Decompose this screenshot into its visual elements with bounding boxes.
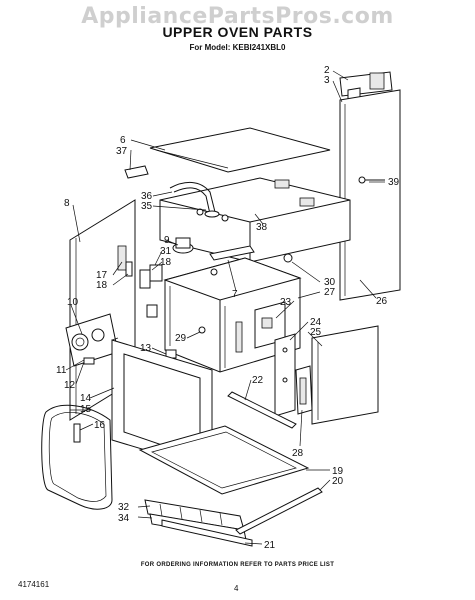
- callout-31: 31: [160, 246, 172, 257]
- callout-22: 22: [252, 375, 264, 386]
- part-door-gasket: [41, 404, 113, 510]
- part-heat-shield: [209, 245, 255, 261]
- callout-20: 20: [332, 476, 344, 487]
- callout-28: 28: [292, 448, 304, 459]
- callout-17: 17: [96, 270, 108, 281]
- part-rod: [235, 487, 323, 535]
- callout-3: 3: [324, 75, 330, 86]
- part-thermostat: [172, 237, 194, 254]
- callout-36: 36: [141, 191, 153, 202]
- callout-14: 14: [80, 393, 92, 404]
- callout-19: 19: [332, 466, 344, 477]
- part-cabinet-frame: [159, 177, 351, 263]
- part-hinge: [295, 365, 313, 415]
- part-vent-trim: [144, 499, 247, 541]
- callout-38: 38: [256, 222, 268, 233]
- callout-2: 2: [324, 65, 330, 76]
- callout-13: 13: [140, 343, 152, 354]
- model-line: For Model: KEBI241XBL0: [189, 43, 286, 52]
- callout-16: 16: [94, 420, 106, 431]
- callout-34: 34: [118, 513, 130, 524]
- part-rail: [227, 391, 297, 429]
- callout-30: 30: [324, 277, 336, 288]
- part-channel: [274, 333, 296, 417]
- callout-11: 11: [56, 365, 67, 376]
- callout-labels: 2 3 6 37 39 8 36 35 38 9 31 18 17 18 7 3…: [56, 65, 400, 551]
- callout-27: 27: [324, 287, 336, 298]
- part-oven-bottom: [138, 425, 310, 495]
- part-rear-panel: [339, 89, 401, 301]
- callout-18b: 18: [96, 280, 108, 291]
- callout-32: 32: [118, 502, 130, 513]
- callout-9: 9: [164, 235, 170, 246]
- callout-12: 12: [64, 380, 76, 391]
- part-top-cover: [149, 127, 331, 173]
- callout-29: 29: [175, 333, 187, 344]
- part-trim-strip: [161, 519, 253, 547]
- callout-6: 6: [120, 135, 126, 146]
- watermark: AppliancePartsPros.com: [81, 4, 394, 29]
- part-bracket: [339, 71, 393, 103]
- callout-24: 24: [310, 317, 322, 328]
- part-switch: [83, 357, 95, 365]
- callout-8: 8: [64, 198, 70, 209]
- callout-37: 37: [116, 146, 128, 157]
- page-number: 4: [234, 584, 239, 593]
- ordering-note: FOR ORDERING INFORMATION REFER TO PARTS …: [140, 562, 335, 568]
- document-number: 4174161: [18, 580, 50, 589]
- callout-7: 7: [232, 289, 238, 300]
- leader-lines: [65, 70, 385, 545]
- callout-39: 39: [388, 177, 400, 188]
- callout-15: 15: [80, 404, 92, 415]
- part-clip: [124, 165, 149, 179]
- callout-21: 21: [264, 540, 276, 551]
- part-screw: [358, 176, 385, 184]
- callout-23: 23: [280, 297, 292, 308]
- part-side-trim: [311, 325, 379, 425]
- callout-18a: 18: [160, 257, 172, 268]
- part-wire-harness: [169, 182, 220, 218]
- callout-25: 25: [310, 327, 322, 338]
- part-switch-bracket: [117, 245, 151, 289]
- part-plug: [283, 253, 293, 263]
- callout-26: 26: [376, 296, 388, 307]
- part-gasket-clip: [73, 423, 81, 443]
- callout-10: 10: [67, 297, 79, 308]
- page-title: UPPER OVEN PARTS: [162, 24, 313, 40]
- callout-35: 35: [141, 201, 153, 212]
